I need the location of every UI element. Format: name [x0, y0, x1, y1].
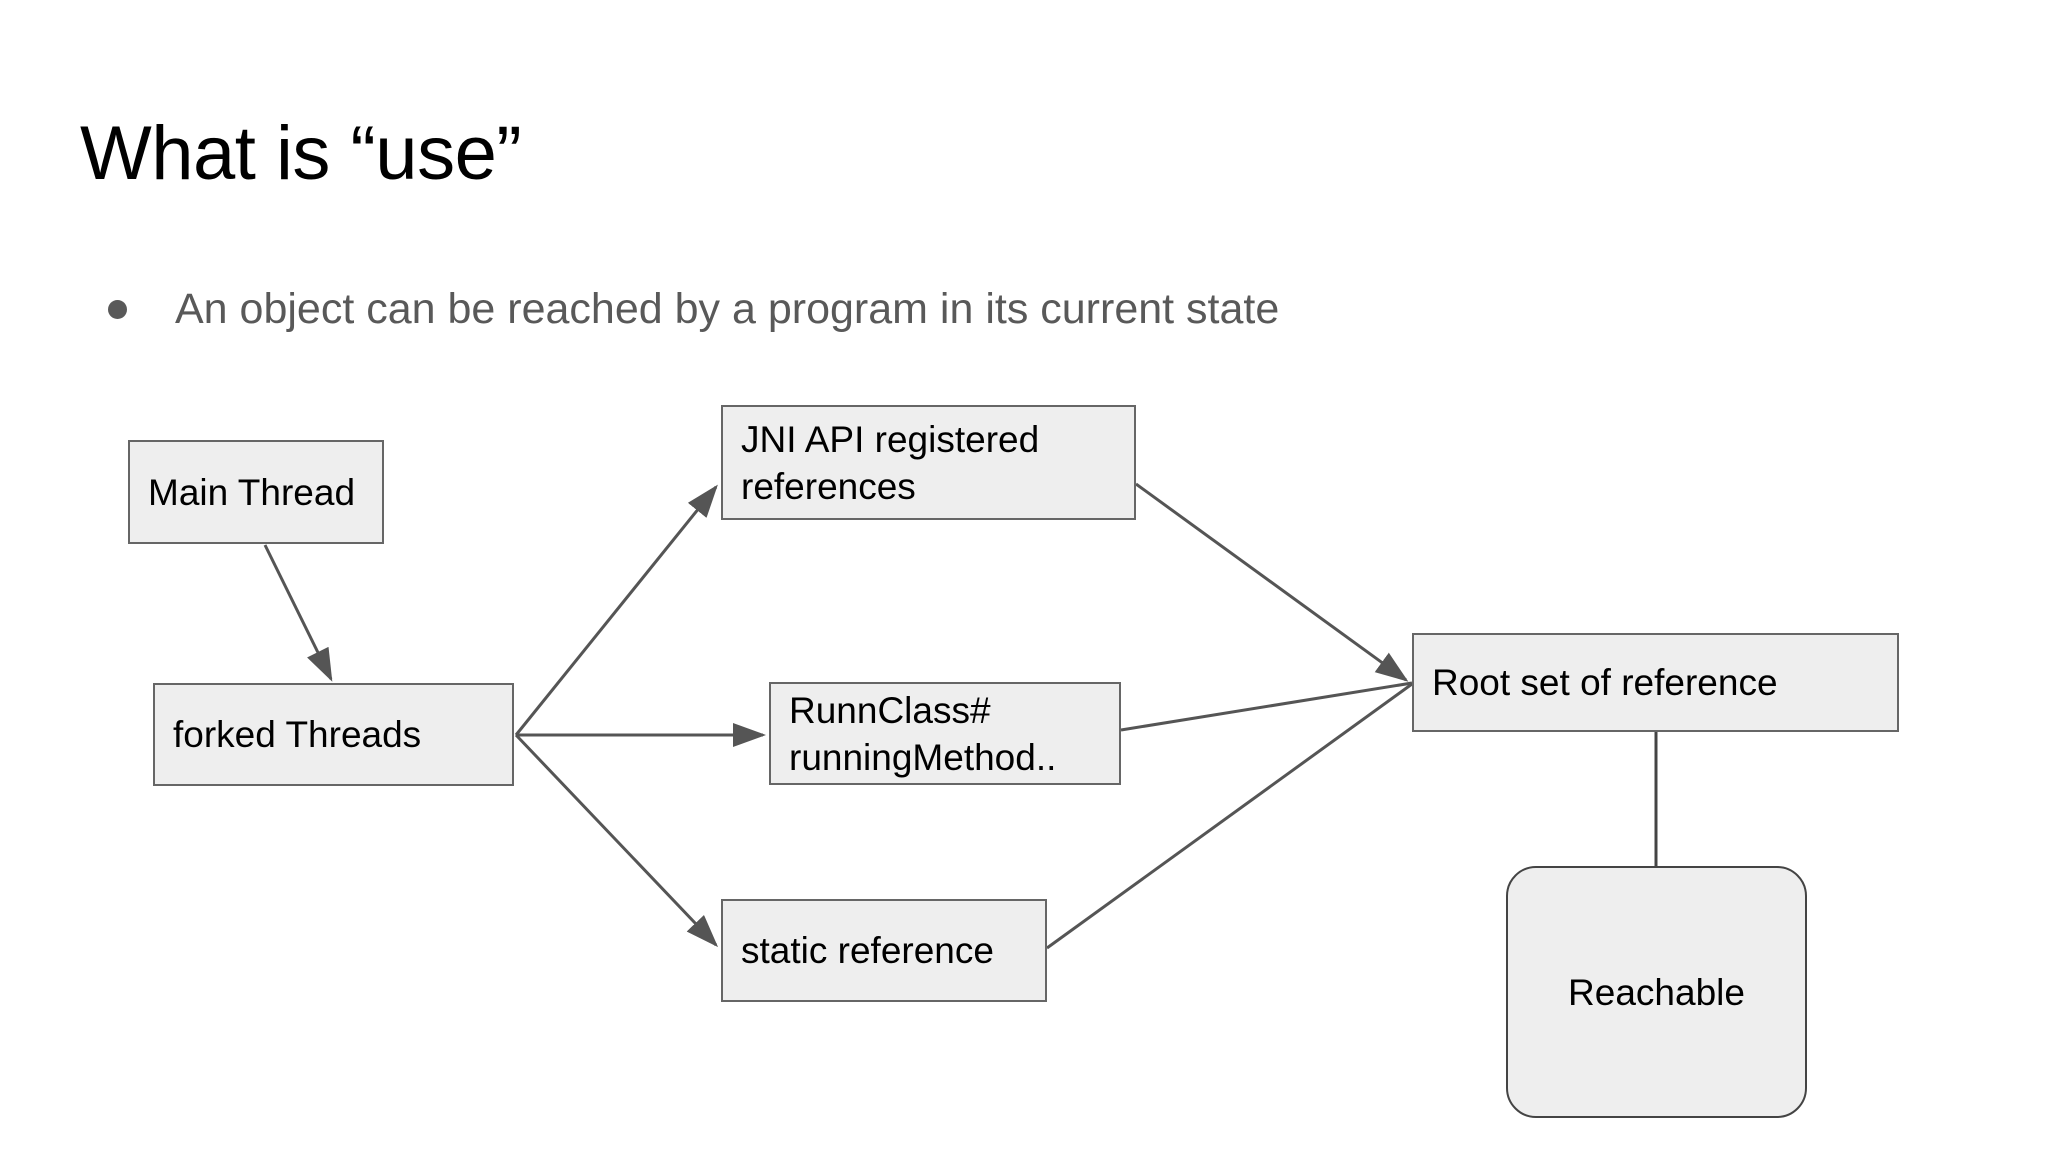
diagram-node-jni-api-registered-references[interactable]: JNI API registered references	[721, 405, 1136, 520]
node-label: RunnClass# runningMethod..	[789, 689, 1057, 778]
node-label: forked Threads	[173, 714, 422, 755]
edge-main-thread-to-forked-threads	[263, 544, 333, 682]
diagram-node-reachable[interactable]: Reachable	[1506, 866, 1807, 1118]
node-label: JNI API registered references	[741, 418, 1040, 507]
edge-forked-threads-to-static-reference	[514, 733, 719, 948]
edge-runn-class-to-root-set	[1120, 681, 1413, 732]
edge-forked-threads-to-jni-refs	[514, 484, 718, 736]
node-label: Main Thread	[148, 471, 356, 513]
page-title: What is “use”	[80, 111, 522, 196]
bullet-dot-icon	[108, 300, 127, 319]
diagram-node-runn-class-running-method[interactable]: RunnClass# runningMethod..	[769, 682, 1121, 785]
node-label: Root set of reference	[1432, 662, 1778, 703]
edge-jni-refs-to-root-set	[1135, 482, 1409, 682]
diagram-node-static-reference[interactable]: static reference	[721, 899, 1047, 1002]
diagram-node-forked-threads[interactable]: forked Threads	[153, 683, 514, 786]
node-label: Reachable	[1568, 971, 1745, 1013]
diagram-node-root-set-of-reference[interactable]: Root set of reference	[1412, 633, 1899, 732]
node-label: static reference	[741, 930, 994, 971]
bullet-item: An object can be reached by a program in…	[108, 282, 1279, 336]
bullet-text: An object can be reached by a program in…	[175, 285, 1280, 333]
diagram-node-main-thread[interactable]: Main Thread	[128, 440, 384, 544]
